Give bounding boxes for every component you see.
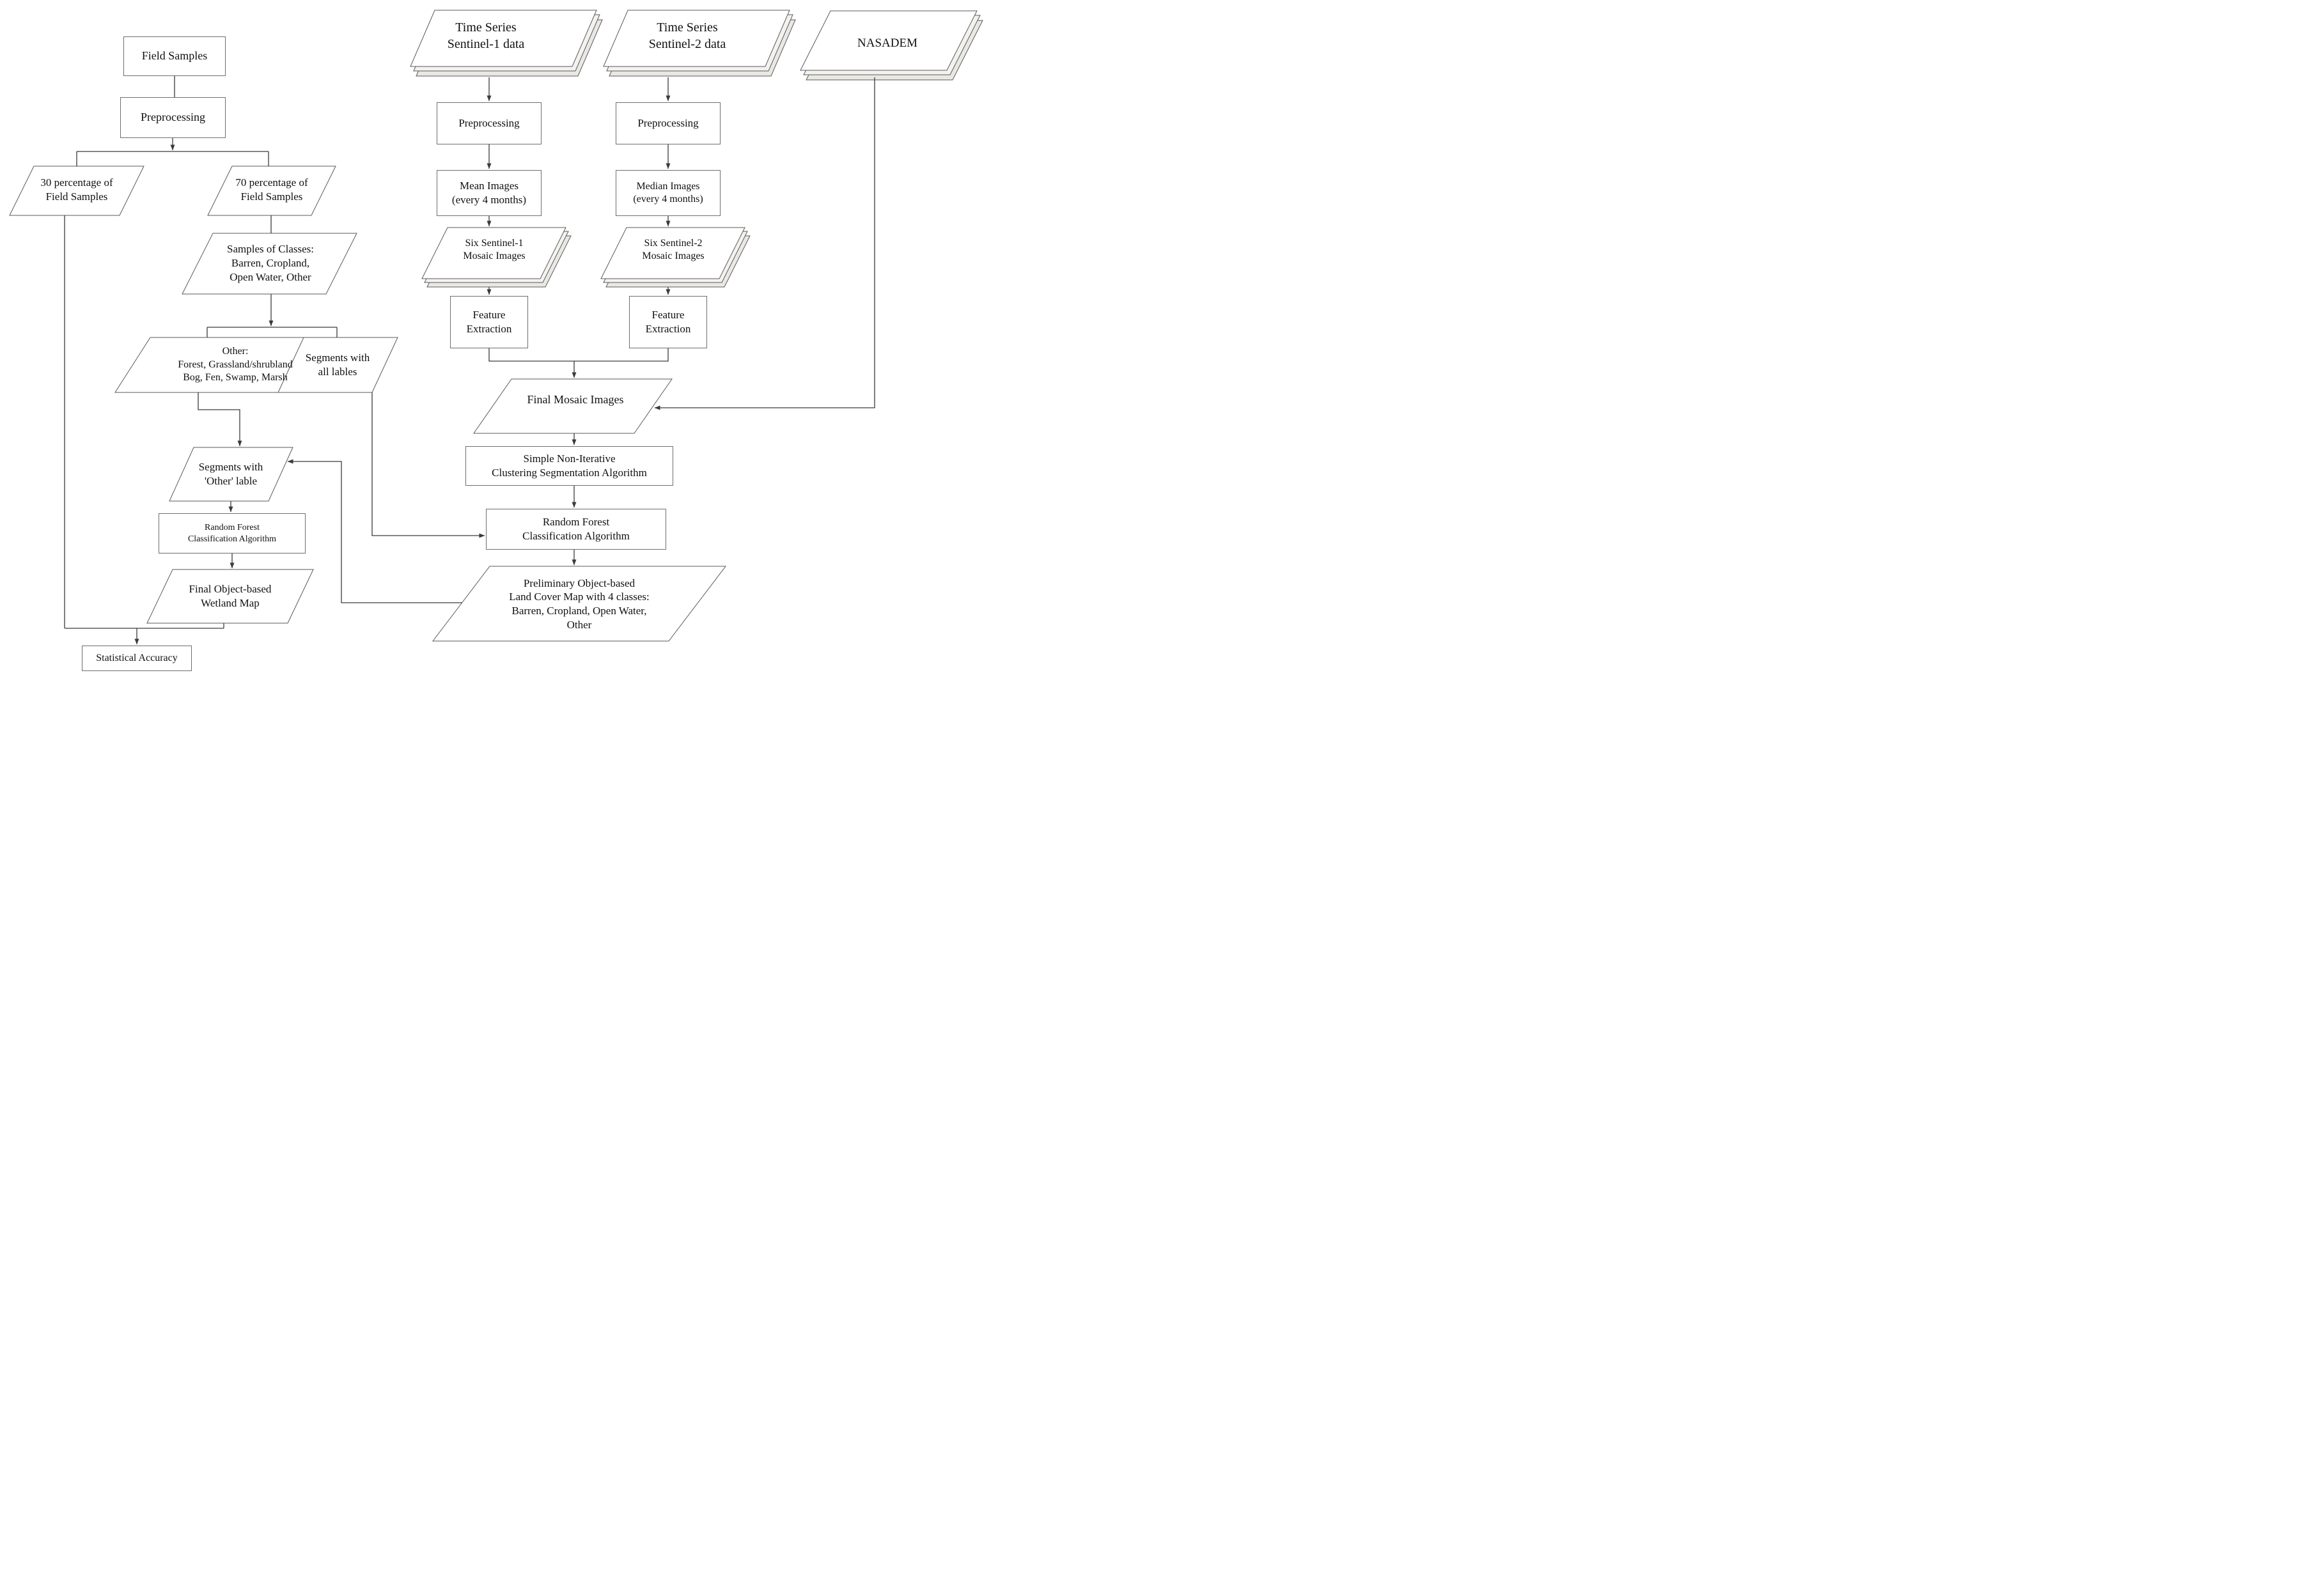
node-preprocessing-field: Preprocessing: [120, 97, 226, 138]
node-median-images: Median Images (every 4 months): [616, 170, 721, 216]
node-snic: Simple Non-Iterative Clustering Segmenta…: [465, 446, 673, 486]
samples-classes-shape: [182, 233, 357, 295]
node-mean-images: Mean Images (every 4 months): [437, 170, 542, 216]
preliminary-map-shape: [432, 566, 727, 642]
edge-segall-rfright: [371, 392, 485, 538]
flowchart-canvas: Field Samples Preprocessing Random Fores…: [0, 0, 988, 675]
pct30-shape: [9, 166, 144, 216]
six-sentinel1-mosaic-stack: [421, 227, 572, 288]
segments-other-shape: [169, 447, 293, 502]
final-mosaic-shape: [473, 378, 673, 434]
node-preprocessing-s1: Preprocessing: [437, 102, 542, 144]
edge-other-segmentsother: [198, 392, 242, 447]
node-statistical-accuracy: Statistical Accuracy: [82, 646, 192, 671]
node-preprocessing-s2: Preprocessing: [616, 102, 721, 144]
edge-nasadem-finalmosaic: [654, 77, 875, 410]
nasadem-stack: [800, 10, 983, 81]
six-sentinel2-mosaic-stack: [600, 227, 751, 288]
pct70-shape: [207, 166, 336, 216]
edge-features1-merge: [488, 348, 574, 362]
edge-features2-merge: [574, 348, 669, 362]
time-series-sentinel2-stack: [603, 10, 796, 77]
diagram-shapes-and-edges: [9, 10, 983, 645]
node-rf-left: Random Forest Classification Algorithm: [159, 513, 306, 554]
node-field-samples: Field Samples: [123, 36, 226, 76]
edge-preliminary-segmentsother: [287, 459, 462, 603]
node-rf-right: Random Forest Classification Algorithm: [486, 509, 666, 550]
node-feature-extraction-s1: Feature Extraction: [450, 296, 528, 348]
wetland-map-shape: [146, 569, 314, 624]
time-series-sentinel1-stack: [410, 10, 603, 77]
node-feature-extraction-s2: Feature Extraction: [629, 296, 707, 348]
